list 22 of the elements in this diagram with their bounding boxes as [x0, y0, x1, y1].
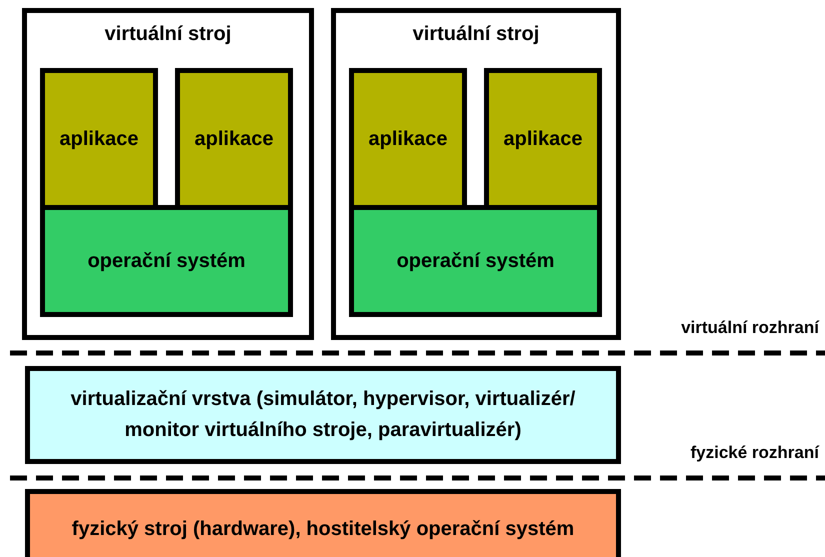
node-text: aplikace — [60, 126, 138, 152]
physical-machine-box — [25, 489, 621, 557]
node-text: aplikace — [368, 126, 448, 152]
application-box — [40, 68, 158, 205]
interface-label: virtuální rozhraní — [681, 318, 819, 338]
virtual-machine-box — [22, 8, 314, 340]
virtual-machine-box — [331, 8, 621, 340]
application-box — [175, 68, 293, 205]
application-box — [484, 68, 602, 205]
virtualization-layer-box — [25, 366, 621, 464]
operating-system-box — [40, 205, 293, 317]
node-text: operační systém — [88, 248, 246, 274]
node-text: virtuální stroj — [412, 22, 540, 47]
node-text: operační systém — [396, 248, 554, 274]
node-text: virtualizační vrstva (simulátor, hypervisor, virtualizér/ monitor virtuálního stroje, paravirtualizér) — [70, 387, 576, 443]
operating-system-box — [349, 205, 602, 317]
node-text: aplikace — [194, 126, 274, 152]
application-box — [349, 68, 467, 205]
interface-label: fyzické rozhraní — [690, 443, 819, 463]
node-text: aplikace — [504, 126, 582, 152]
node-text: virtuální stroj — [104, 22, 232, 47]
node-text: fyzický stroj (hardware), hostitelský operační systém — [72, 516, 574, 542]
